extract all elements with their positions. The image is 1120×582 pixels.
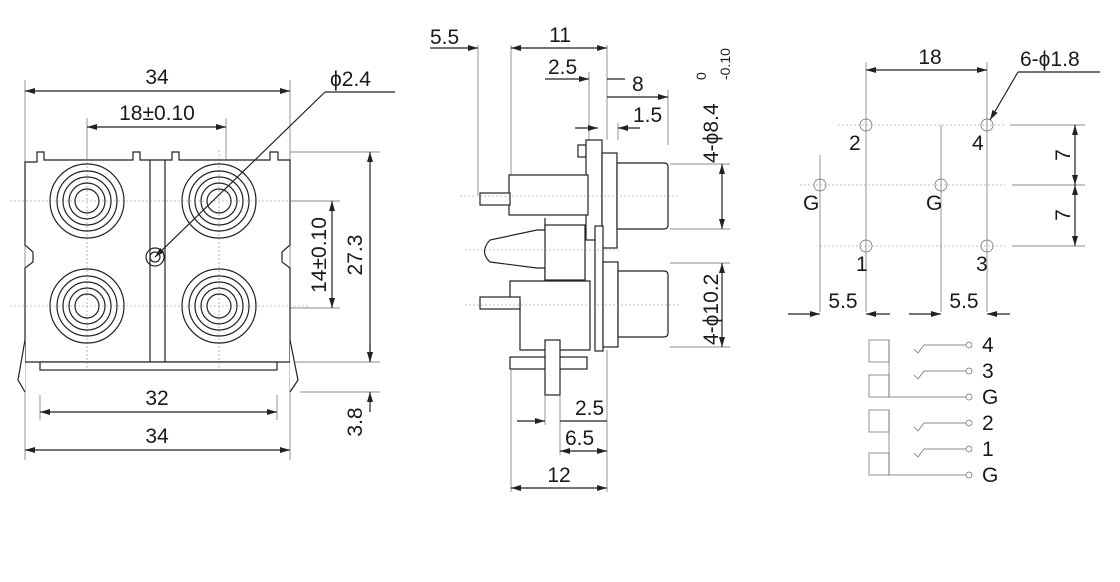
dim-overall-width-bottom: 34 [145, 425, 169, 448]
schematic-label-g1: G [982, 386, 998, 409]
side-view: 5.5 11 2.5 8 1.5 4-ϕ8.4 0 [430, 24, 733, 492]
front-view: 34 18±0.10 32 34 27.3 14±0.10 3.8 [10, 66, 395, 460]
dim-bottom-pin-offset: 2.5 [575, 397, 604, 420]
dim-upper-diameter: 4-ϕ8.4 [700, 103, 723, 163]
dim-overall-width-top: 34 [145, 66, 169, 89]
dim-depth: 11 [549, 24, 571, 47]
pcb-layout: 18 6-ϕ1.8 2 4 G G 1 3 7 7 5.5 5.5 [788, 46, 1100, 317]
dim-jack-spacing-h: 18±0.10 [119, 102, 195, 125]
dim-upper-tol-minus: -0.10 [717, 48, 733, 80]
dim-base-depth: 12 [547, 464, 570, 487]
dim-lower-diameter: 4-ϕ10.2 [700, 274, 723, 345]
dim-bottom-pin-pos: 6.5 [565, 427, 594, 450]
dim-upper-tol-plus: 0 [693, 72, 709, 80]
dim-sleeve-length: 8 [632, 73, 644, 96]
rca-jacks [49, 163, 257, 344]
dim-ground-offset-right: 5.5 [949, 290, 978, 313]
dim-base-width: 32 [145, 387, 168, 410]
schematic-label-g2: G [982, 464, 998, 487]
schematic-label-3: 3 [982, 360, 994, 383]
schematic-label-2: 2 [982, 412, 994, 435]
dim-ground-offset-left: 5.5 [828, 290, 857, 313]
schematic-label-1: 1 [982, 438, 994, 461]
dim-pin-spacing-v2: 7 [1052, 209, 1075, 221]
dim-hole-spec: 6-ϕ1.8 [1020, 48, 1080, 71]
dim-pin-spacing-v1: 7 [1052, 149, 1075, 161]
dim-jack-spacing-v: 14±0.10 [308, 217, 331, 293]
pin-label-g-right: G [926, 192, 942, 215]
pin-label-g-left: G [803, 192, 819, 215]
pin-label-2: 2 [849, 132, 861, 155]
dim-pin-spacing-h: 18 [918, 46, 941, 69]
dim-center-hole: ϕ2.4 [330, 68, 371, 91]
pin-label-1: 1 [856, 253, 868, 276]
dim-tab-height: 3.8 [344, 407, 367, 436]
schematic: 4 3 G 2 1 G [868, 334, 998, 487]
schematic-label-4: 4 [982, 334, 994, 357]
dim-flange-thickness: 1.5 [633, 104, 662, 127]
dim-body-height: 27.3 [344, 235, 367, 276]
pin-label-4: 4 [972, 132, 984, 155]
dim-pin-offset: 5.5 [430, 26, 459, 49]
pin-label-3: 3 [976, 253, 988, 276]
dim-flange-offset: 2.5 [548, 56, 577, 79]
